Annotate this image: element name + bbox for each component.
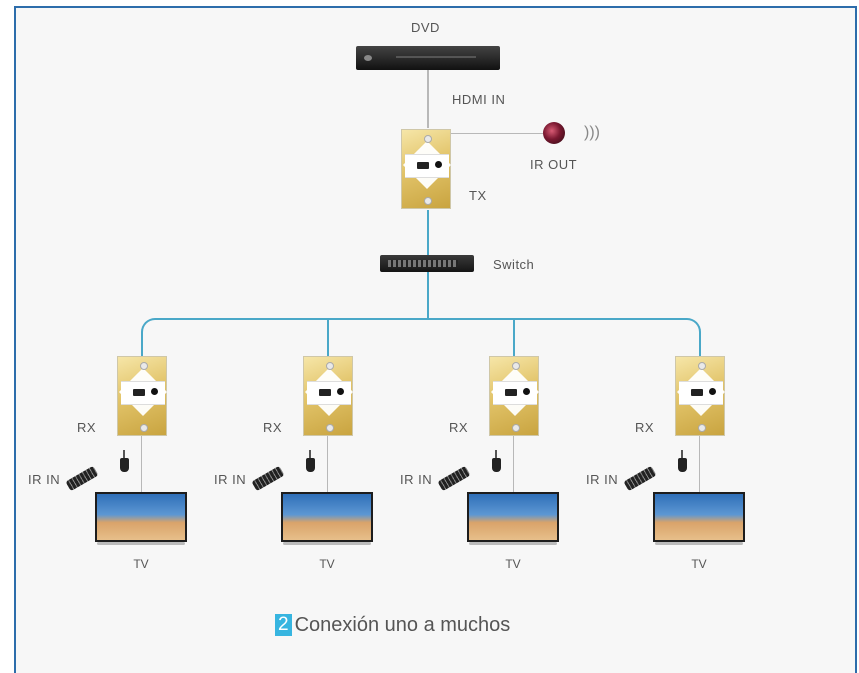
rx-tv-cable [327, 436, 328, 492]
rx-wall-plate [675, 356, 726, 436]
dvd-tray [396, 56, 476, 58]
ir-port-icon [523, 388, 530, 395]
ir-signal-icon: ))) [584, 124, 600, 141]
distribution-bus [157, 318, 685, 320]
drop-cable-2 [327, 318, 329, 356]
rx-label: RX [449, 420, 469, 435]
ir-out-label: IR OUT [530, 157, 578, 172]
rx-label: RX [77, 420, 97, 435]
drop-cable-4 [699, 334, 701, 356]
bus-left-corner [141, 318, 157, 334]
tv-display [653, 492, 745, 549]
switch-trunk-cable [427, 272, 429, 318]
tv-display [467, 492, 559, 549]
diagram-caption: 2 Conexión uno a muchos [275, 613, 510, 637]
ir-port-icon [151, 388, 158, 395]
tv-label: TV [133, 557, 149, 571]
ir-out-cable [451, 133, 543, 134]
dvd-label: DVD [411, 20, 440, 35]
tv-display [281, 492, 373, 549]
hdmi-cable [427, 70, 429, 128]
tx-label: TX [469, 188, 487, 203]
switch-ports [388, 260, 458, 267]
drop-cable-3 [513, 318, 515, 356]
dvd-display [364, 55, 372, 61]
ir-in-label: IR IN [586, 472, 619, 487]
ir-receiver-icon [492, 450, 501, 472]
tv-display [95, 492, 187, 549]
ir-port-icon [709, 388, 716, 395]
ir-in-label: IR IN [214, 472, 247, 487]
ir-in-label: IR IN [28, 472, 61, 487]
caption-text: Conexión uno a muchos [294, 613, 511, 636]
network-switch [380, 255, 474, 272]
tx-wall-plate [401, 129, 452, 209]
rx-tv-cable [513, 436, 514, 492]
ir-in-label: IR IN [400, 472, 433, 487]
diagram-frame [14, 6, 857, 673]
rx-label: RX [635, 420, 655, 435]
tv-label: TV [319, 557, 335, 571]
rx-label: RX [263, 420, 283, 435]
bus-right-corner [685, 318, 701, 334]
hdmi-port-icon [691, 389, 703, 396]
rx-wall-plate [117, 356, 168, 436]
ir-receiver-icon [306, 450, 315, 472]
rx-wall-plate [303, 356, 354, 436]
switch-label: Switch [493, 257, 535, 272]
tv-label: TV [505, 557, 521, 571]
ir-port-icon [337, 388, 344, 395]
rx-wall-plate [489, 356, 540, 436]
tx-switch-cable [427, 210, 429, 255]
ir-receiver-icon [120, 450, 129, 472]
rx-tv-cable [141, 436, 142, 492]
hdmi-port-icon [319, 389, 331, 396]
rx-tv-cable [699, 436, 700, 492]
ir-emitter-icon [543, 122, 565, 144]
dvd-player [356, 46, 500, 70]
hdmi-port-icon [505, 389, 517, 396]
caption-number-badge: 2 [275, 614, 292, 636]
tv-label: TV [691, 557, 707, 571]
drop-cable-1 [141, 334, 143, 356]
hdmi-in-label: HDMI IN [452, 92, 506, 107]
ir-receiver-icon [678, 450, 687, 472]
ir-port-icon [435, 161, 442, 168]
hdmi-port-icon [417, 162, 429, 169]
hdmi-port-icon [133, 389, 145, 396]
